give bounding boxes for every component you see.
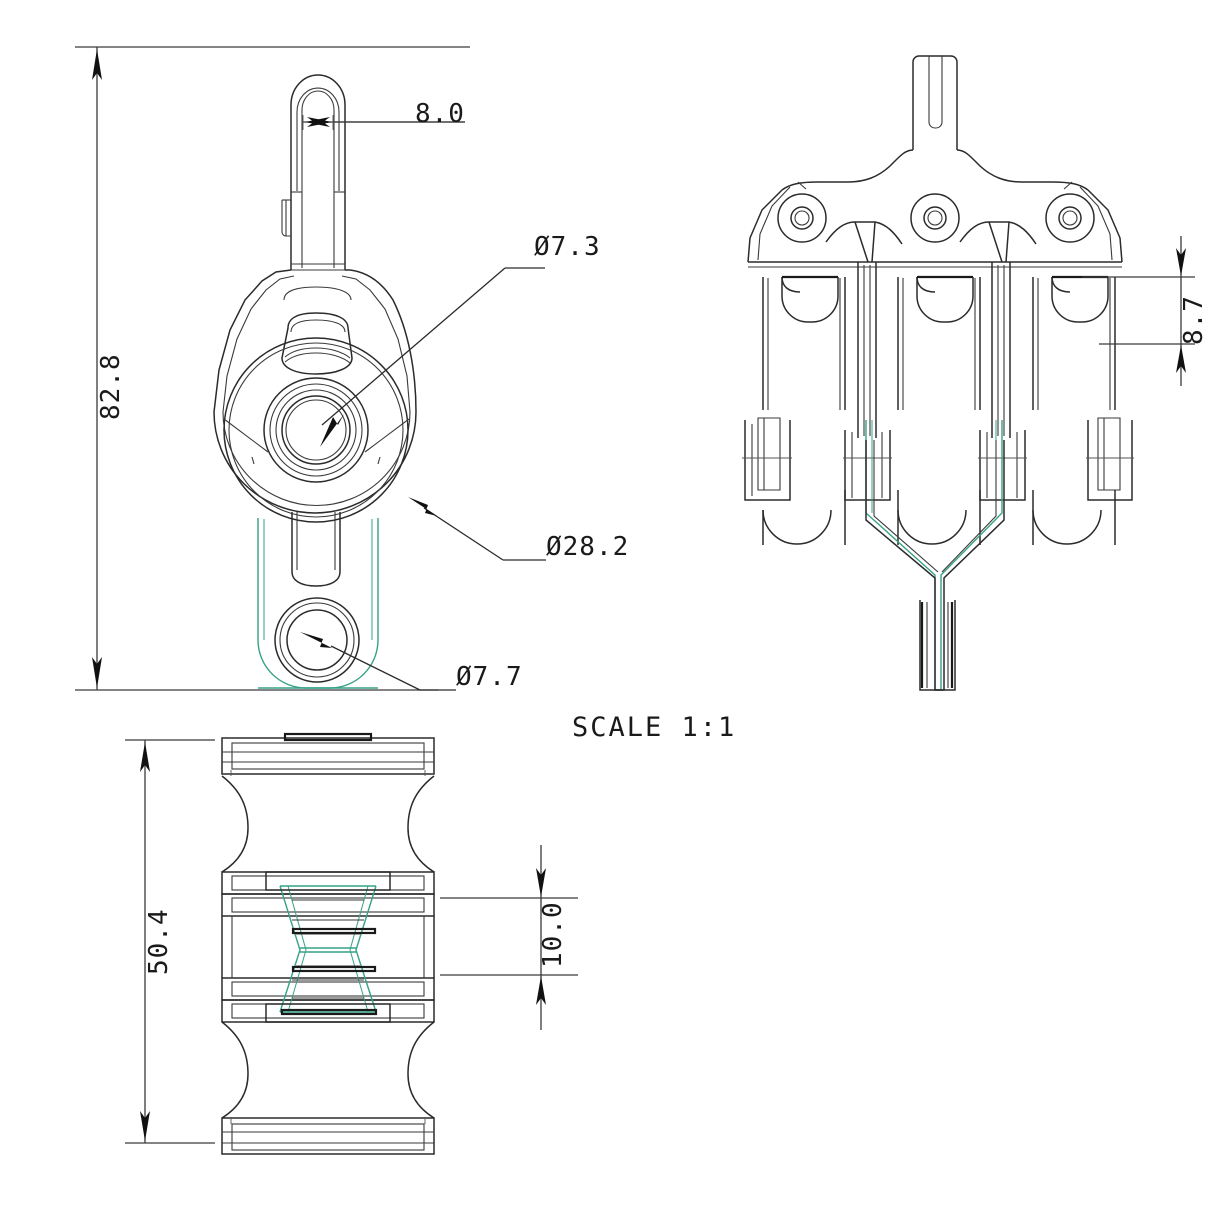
becket-strap [257,518,379,689]
sheave-axle-rods [843,262,1027,501]
sheave-body-middle [897,275,981,545]
plan-inner-spool [265,871,391,1023]
triple-sheave-side-view [742,55,1195,691]
top-tang [912,55,958,150]
height-dimension-82-8 [92,47,102,690]
sheave-body-right [1032,275,1134,545]
front-elevation-view [75,46,546,691]
gap-dimension-10-0 [440,845,578,1030]
lower-strap-block [865,440,1005,691]
dimension-label-8-7: 8.7 [1179,295,1209,345]
length-dimension-50-4 [125,739,215,1144]
shackle-bail [281,74,346,271]
leader-diameter-7-3 [320,267,545,447]
plan-lower-sheave [221,1021,435,1119]
crown-bar [747,149,1123,268]
dimension-label-diameter-7-3: Ø7.3 [534,232,601,262]
plan-top-endcap [221,732,435,776]
plan-bottom-endcap [221,1117,435,1155]
plan-upper-sheave [221,775,435,873]
dimension-label-82-8: 82.8 [96,353,126,420]
sheave-separators [825,221,1037,263]
width-dimension-8-0 [302,115,465,130]
dimension-label-8-0: 8.0 [415,99,465,129]
dimension-label-diameter-28-2: Ø28.2 [546,532,630,562]
dimension-label-50-4: 50.4 [144,908,174,975]
leader-diameter-28-2 [408,497,546,561]
dimension-label-diameter-7-7: Ø7.7 [456,662,523,692]
bottom-plan-view [125,732,578,1155]
sheave-circles [223,337,409,523]
axle-bosses [777,193,1095,243]
extension-lines-82-8 [75,46,470,691]
dimension-label-10-0: 10.0 [538,901,568,968]
body-edge-ticks [223,418,410,465]
becket-hole-circles [274,597,360,683]
leader-diameter-7-7 [300,632,456,691]
plan-middle-stack [221,871,435,1023]
becket-rope-path [865,420,1003,691]
scale-note: SCALE 1:1 [572,712,737,743]
thickness-dimension-8-7 [1082,236,1195,386]
sheave-body-left [742,275,846,545]
becket-inner-block [291,512,341,587]
